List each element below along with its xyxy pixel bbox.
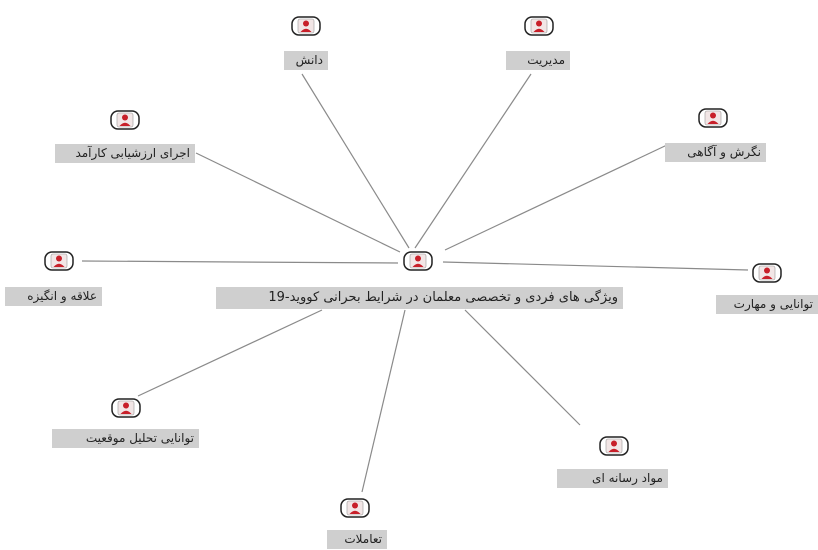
person-card-icon <box>599 436 629 456</box>
edge-modiriat <box>414 73 532 249</box>
person-card-icon <box>698 108 728 128</box>
node-label-alaghe: علاقه و انگیزه <box>5 287 102 306</box>
edge-ejra <box>195 152 401 253</box>
person-card-icon <box>340 498 370 518</box>
edge-danesh <box>301 73 410 249</box>
person-card-icon <box>110 110 140 130</box>
person-card-icon <box>44 251 74 271</box>
edge-taamolat <box>361 309 406 493</box>
person-card-icon <box>291 16 321 36</box>
node-label-mavad: مواد رسانه ای <box>557 469 668 488</box>
node-label-negaresh: نگرش و آگاهی <box>665 143 766 162</box>
edge-tavanaei-maharat <box>442 261 749 271</box>
person-card-icon <box>403 251 433 271</box>
edge-negaresh <box>444 144 668 251</box>
node-label-tavanaei-maharat: توانایی و مهارت <box>716 295 818 314</box>
center-label: ویژگی های فردی و تخصصی معلمان در شرایط ب… <box>216 287 623 309</box>
node-label-ejra: اجرای ارزشیابی کارآمد <box>55 144 195 163</box>
edge-mavad <box>464 309 581 426</box>
node-label-tahlil: توانایی تحلیل موقعیت <box>52 429 199 448</box>
node-label-taamolat: تعاملات <box>327 530 387 549</box>
edge-alaghe <box>81 260 399 264</box>
person-card-icon <box>752 263 782 283</box>
edge-tahlil <box>137 309 323 397</box>
node-label-modiriat: مدیریت <box>506 51 570 70</box>
person-card-icon <box>524 16 554 36</box>
node-label-danesh: دانش <box>284 51 328 70</box>
person-card-icon <box>111 398 141 418</box>
